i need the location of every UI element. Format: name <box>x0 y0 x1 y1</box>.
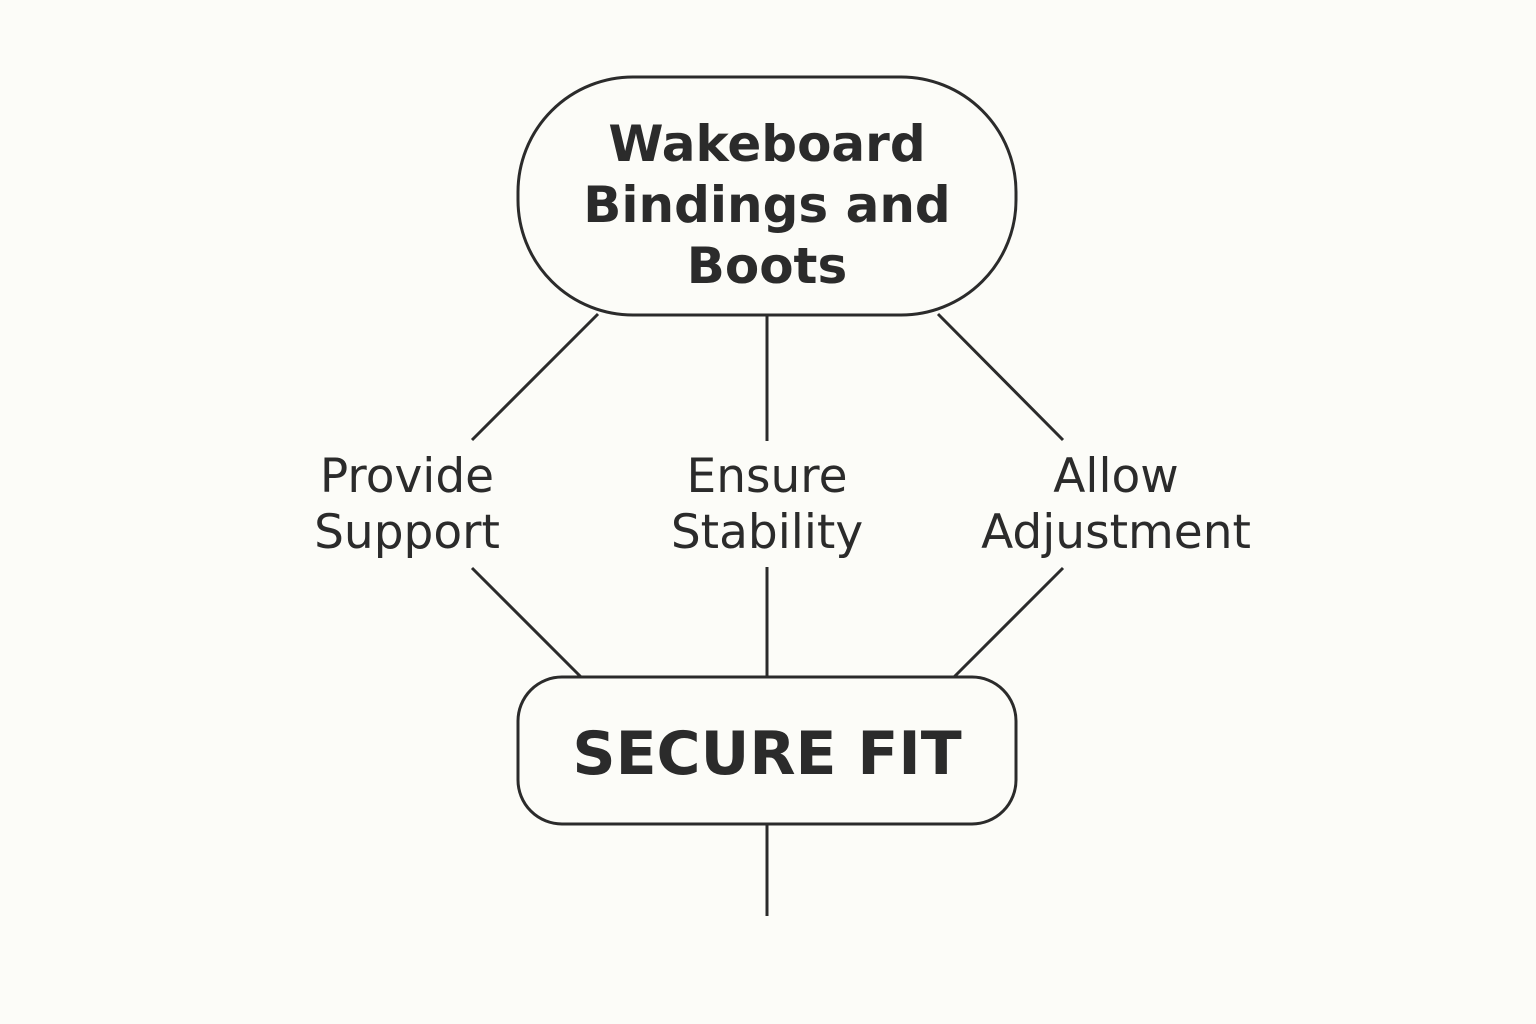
branch-label-ensure-stability-line-2: Stability <box>671 505 863 560</box>
edge-top-to-provide-support <box>470 312 600 442</box>
edge-top-to-allow-adjustment <box>936 312 1065 442</box>
edge-provide-support-to-secure-fit <box>470 566 583 679</box>
branch-allow-adjustment: Allow Adjustment <box>981 449 1251 560</box>
branch-label-provide-support-line-1: Provide <box>320 449 494 504</box>
branch-ensure-stability: Ensure Stability <box>671 449 863 560</box>
branch-label-allow-adjustment-line-1: Allow <box>1053 449 1178 504</box>
edge-allow-adjustment-to-secure-fit <box>952 566 1065 679</box>
node-wakeboard-bindings-and-boots: Wakeboard Bindings and Boots <box>516 75 1018 317</box>
node-label-secure-fit: SECURE FIT <box>572 719 961 789</box>
node-box-top <box>516 75 1018 317</box>
branch-label-allow-adjustment-line-2: Adjustment <box>981 505 1251 560</box>
node-secure-fit: SECURE FIT <box>516 675 1018 826</box>
node-label-top-line-1: Wakeboard <box>608 115 925 173</box>
node-label-top-line-3: Boots <box>687 237 847 295</box>
node-box-bottom <box>516 675 1018 826</box>
branch-label-provide-support-line-2: Support <box>314 505 500 560</box>
branch-label-ensure-stability-line-1: Ensure <box>687 449 848 504</box>
branch-provide-support: Provide Support <box>314 449 500 560</box>
node-label-top-line-2: Bindings and <box>583 176 950 234</box>
